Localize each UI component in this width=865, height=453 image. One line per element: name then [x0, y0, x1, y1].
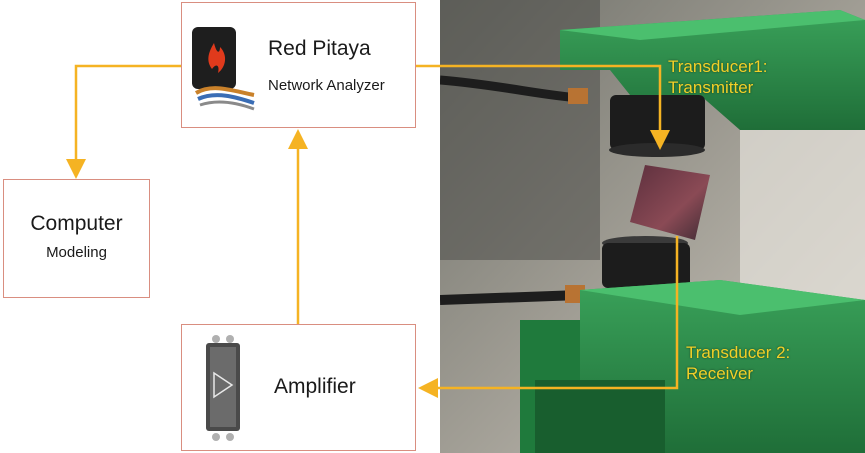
transducer1-label: Transducer1: Transmitter: [668, 56, 768, 98]
amplifier-box: Amplifier: [181, 324, 416, 451]
transducer1-line1: Transducer1:: [668, 57, 768, 76]
transducer2-line2: Receiver: [686, 364, 754, 383]
red-pitaya-subtitle: Network Analyzer: [268, 77, 385, 94]
arrow-redpitaya-to-computer: [66, 64, 181, 179]
experiment-photo: [440, 0, 865, 453]
red-pitaya-box: Red Pitaya Network Analyzer: [181, 2, 416, 128]
transducer1-line2: Transmitter: [668, 78, 754, 97]
transducer2-line1: Transducer 2:: [686, 343, 791, 362]
amplifier-title: Amplifier: [274, 375, 356, 398]
red-pitaya-device-icon: [188, 23, 258, 113]
experiment-photo-drawing: [440, 0, 865, 453]
computer-title: Computer: [30, 212, 123, 235]
computer-subtitle: Modeling: [46, 244, 107, 261]
transducer2-label: Transducer 2: Receiver: [686, 342, 790, 384]
amplifier-device-icon: [198, 333, 248, 443]
computer-box: Computer Modeling: [3, 179, 150, 298]
red-pitaya-title: Red Pitaya: [268, 37, 371, 60]
